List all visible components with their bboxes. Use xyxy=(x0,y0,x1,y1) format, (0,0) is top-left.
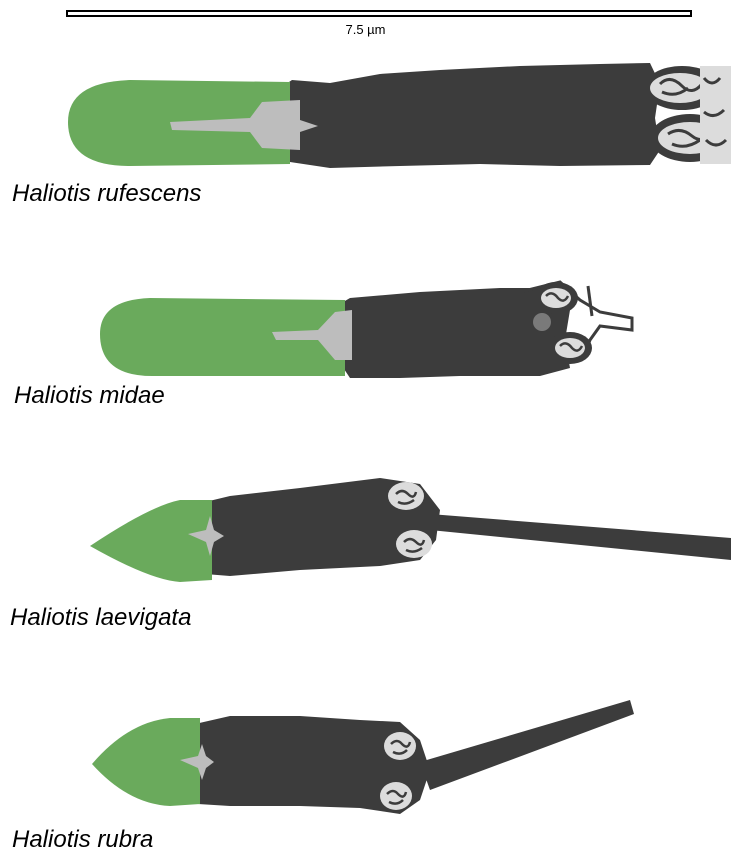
acrosome-laevigata xyxy=(90,500,212,582)
flagellum-laevigata xyxy=(430,514,731,560)
acrosome-rubra xyxy=(92,718,200,806)
sperm-rufescens xyxy=(68,63,731,168)
species-label-rufescens: Haliotis rufescens xyxy=(12,180,201,208)
flagellum-rubra xyxy=(420,700,634,790)
species-label-midae: Haliotis midae xyxy=(14,382,165,410)
species-label-rubra: Haliotis rubra xyxy=(12,826,153,854)
sperm-laevigata xyxy=(90,478,731,582)
species-label-laevigata: Haliotis laevigata xyxy=(10,604,191,632)
nucleus-rufescens xyxy=(280,63,660,168)
mitochondria-rufescens xyxy=(644,66,731,164)
sperm-midae xyxy=(100,282,632,378)
sperm-rubra xyxy=(92,700,634,814)
